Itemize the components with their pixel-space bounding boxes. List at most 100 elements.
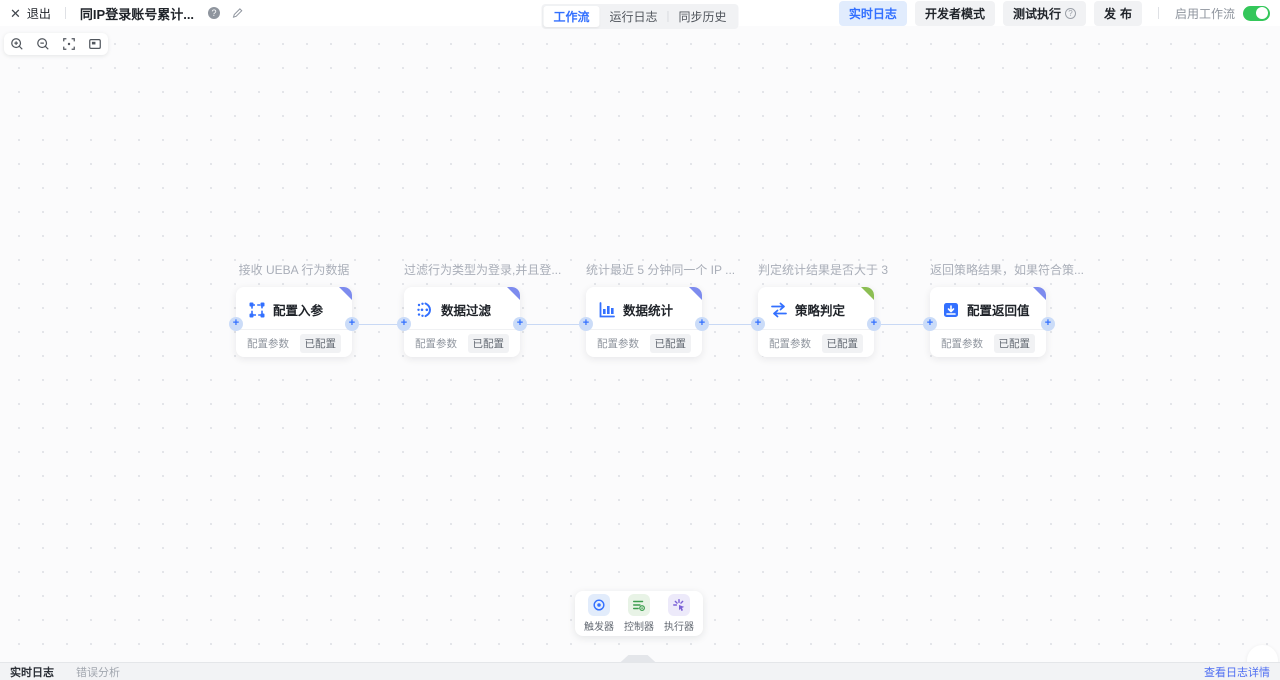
param-label[interactable]: 配置参数 xyxy=(247,338,289,350)
dock-label: 执行器 xyxy=(664,622,694,633)
node-title: 数据统计 xyxy=(623,304,674,318)
canvas-zoom-toolbar xyxy=(4,33,108,55)
add-node-port[interactable]: + xyxy=(1041,317,1055,331)
node-status-corner xyxy=(861,287,874,300)
divider xyxy=(64,7,66,19)
view-tabs: 工作流 运行日志 同步历史 xyxy=(541,4,739,29)
edit-icon[interactable] xyxy=(232,7,244,19)
test-run-button[interactable]: 测试执行 ? xyxy=(1002,0,1086,26)
status-badge: 已配置 xyxy=(299,334,341,353)
enable-workflow-label: 启用工作流 xyxy=(1174,6,1235,21)
data-stats-icon xyxy=(599,301,615,317)
tab-run-logs[interactable]: 运行日志 xyxy=(609,10,658,24)
test-run-label: 测试执行 xyxy=(1012,6,1061,21)
log-drawer-handle[interactable] xyxy=(614,655,662,662)
param-label[interactable]: 配置参数 xyxy=(769,338,811,350)
param-label[interactable]: 配置参数 xyxy=(597,338,639,350)
node-footer: 配置参数 已配置 xyxy=(236,329,352,357)
node-header: 配置入参 xyxy=(236,287,352,329)
node-description: 统计最近 5 分钟同一个 IP ... xyxy=(586,263,736,277)
enable-workflow-toggle[interactable] xyxy=(1243,5,1270,21)
tab-workflow[interactable]: 工作流 xyxy=(543,6,600,27)
return-value-icon xyxy=(944,302,958,317)
status-badge: 已配置 xyxy=(467,334,509,353)
minimap-icon[interactable] xyxy=(88,37,102,51)
add-node-port[interactable]: + xyxy=(867,317,881,331)
info-icon: ? xyxy=(1064,7,1076,19)
node-data-stats[interactable]: 数据统计 配置参数 已配置 xyxy=(586,287,702,357)
top-bar: ✕ 退出 同IP登录账号累计... ? 工作流 运行日志 同步历史 实时日志 开… xyxy=(0,0,1280,29)
status-bar: 实时日志 错误分析 查看日志详情 xyxy=(0,662,1280,680)
status-badge: 已配置 xyxy=(649,334,691,353)
node-palette-dock: 触发器 控制器 执行器 xyxy=(575,591,703,636)
tab-sync-history[interactable]: 同步历史 xyxy=(678,10,727,24)
node-header: 数据统计 xyxy=(586,287,702,329)
add-node-port[interactable]: + xyxy=(397,317,411,331)
status-badge: 已配置 xyxy=(821,334,863,353)
node-header: 策略判定 xyxy=(758,287,874,329)
node-description: 接收 UEBA 行为数据 xyxy=(238,263,350,277)
add-node-port[interactable]: + xyxy=(579,317,593,331)
node-header: 数据过滤 xyxy=(404,287,520,329)
node-status-corner xyxy=(507,287,520,300)
developer-mode-button[interactable]: 开发者模式 xyxy=(914,0,995,26)
top-bar-actions: 实时日志 开发者模式 测试执行 ? 发布 启用工作流 xyxy=(838,0,1270,26)
data-filter-icon xyxy=(417,302,432,317)
top-bar-left: ✕ 退出 同IP登录账号累计... ? xyxy=(10,4,244,23)
swap-arrows-icon xyxy=(771,302,787,317)
node-title: 配置入参 xyxy=(273,304,324,318)
edge-connector xyxy=(527,323,581,325)
executor-icon xyxy=(668,594,690,616)
trigger-icon xyxy=(588,594,610,616)
node-title: 策略判定 xyxy=(795,304,846,318)
view-log-details-link[interactable]: 查看日志详情 xyxy=(1204,666,1270,679)
publish-button[interactable]: 发布 xyxy=(1093,0,1142,26)
zoom-in-icon[interactable] xyxy=(10,37,24,51)
add-node-port[interactable]: + xyxy=(751,317,765,331)
info-icon[interactable]: ? xyxy=(208,7,221,19)
param-label[interactable]: 配置参数 xyxy=(941,338,983,350)
node-footer: 配置参数 已配置 xyxy=(586,329,702,357)
node-data-filter[interactable]: 数据过滤 配置参数 已配置 xyxy=(404,287,520,357)
divider xyxy=(1157,7,1159,19)
dock-item-controller[interactable]: 控制器 xyxy=(624,594,654,633)
edge-connector xyxy=(881,323,925,325)
add-node-port[interactable]: + xyxy=(695,317,709,331)
realtime-log-button[interactable]: 实时日志 xyxy=(838,0,907,26)
node-description: 过滤行为类型为登录,并且登... xyxy=(404,263,562,277)
node-header: 配置返回值 xyxy=(930,287,1046,329)
exit-button[interactable]: 退出 xyxy=(26,6,51,21)
add-node-port[interactable]: + xyxy=(923,317,937,331)
dock-item-trigger[interactable]: 触发器 xyxy=(584,594,614,633)
dock-item-executor[interactable]: 执行器 xyxy=(664,594,694,633)
node-input-config[interactable]: 配置入参 配置参数 已配置 xyxy=(236,287,352,357)
fit-view-icon[interactable] xyxy=(62,37,76,51)
divider xyxy=(667,11,669,22)
node-footer: 配置参数 已配置 xyxy=(404,329,520,357)
edge-connector xyxy=(709,323,753,325)
edge-connector xyxy=(359,323,399,325)
footer-realtime-log-tab[interactable]: 实时日志 xyxy=(10,666,54,679)
workflow-title: 同IP登录账号累计... xyxy=(79,6,195,22)
dock-label: 触发器 xyxy=(584,622,614,633)
node-status-corner xyxy=(1033,287,1046,300)
add-node-port[interactable]: + xyxy=(513,317,527,331)
control-icon xyxy=(628,594,650,616)
workflow-canvas[interactable]: 接收 UEBA 行为数据 过滤行为类型为登录,并且登... 统计最近 5 分钟同… xyxy=(0,26,1280,676)
input-config-icon xyxy=(249,302,265,317)
node-description: 判定统计结果是否大于 3 xyxy=(758,263,889,277)
zoom-out-icon[interactable] xyxy=(36,37,50,51)
node-title: 配置返回值 xyxy=(967,304,1030,318)
close-icon[interactable]: ✕ xyxy=(10,5,21,21)
dock-label: 控制器 xyxy=(624,622,654,633)
param-label[interactable]: 配置参数 xyxy=(415,338,457,350)
node-status-corner xyxy=(339,287,352,300)
node-policy-judge[interactable]: 策略判定 配置参数 已配置 xyxy=(758,287,874,357)
add-node-port[interactable]: + xyxy=(345,317,359,331)
footer-error-analysis-tab[interactable]: 错误分析 xyxy=(76,666,120,679)
toggle-knob xyxy=(1256,7,1268,19)
add-node-port[interactable]: + xyxy=(229,317,243,331)
node-status-corner xyxy=(689,287,702,300)
node-return-value[interactable]: 配置返回值 配置参数 已配置 xyxy=(930,287,1046,357)
node-title: 数据过滤 xyxy=(441,304,492,318)
